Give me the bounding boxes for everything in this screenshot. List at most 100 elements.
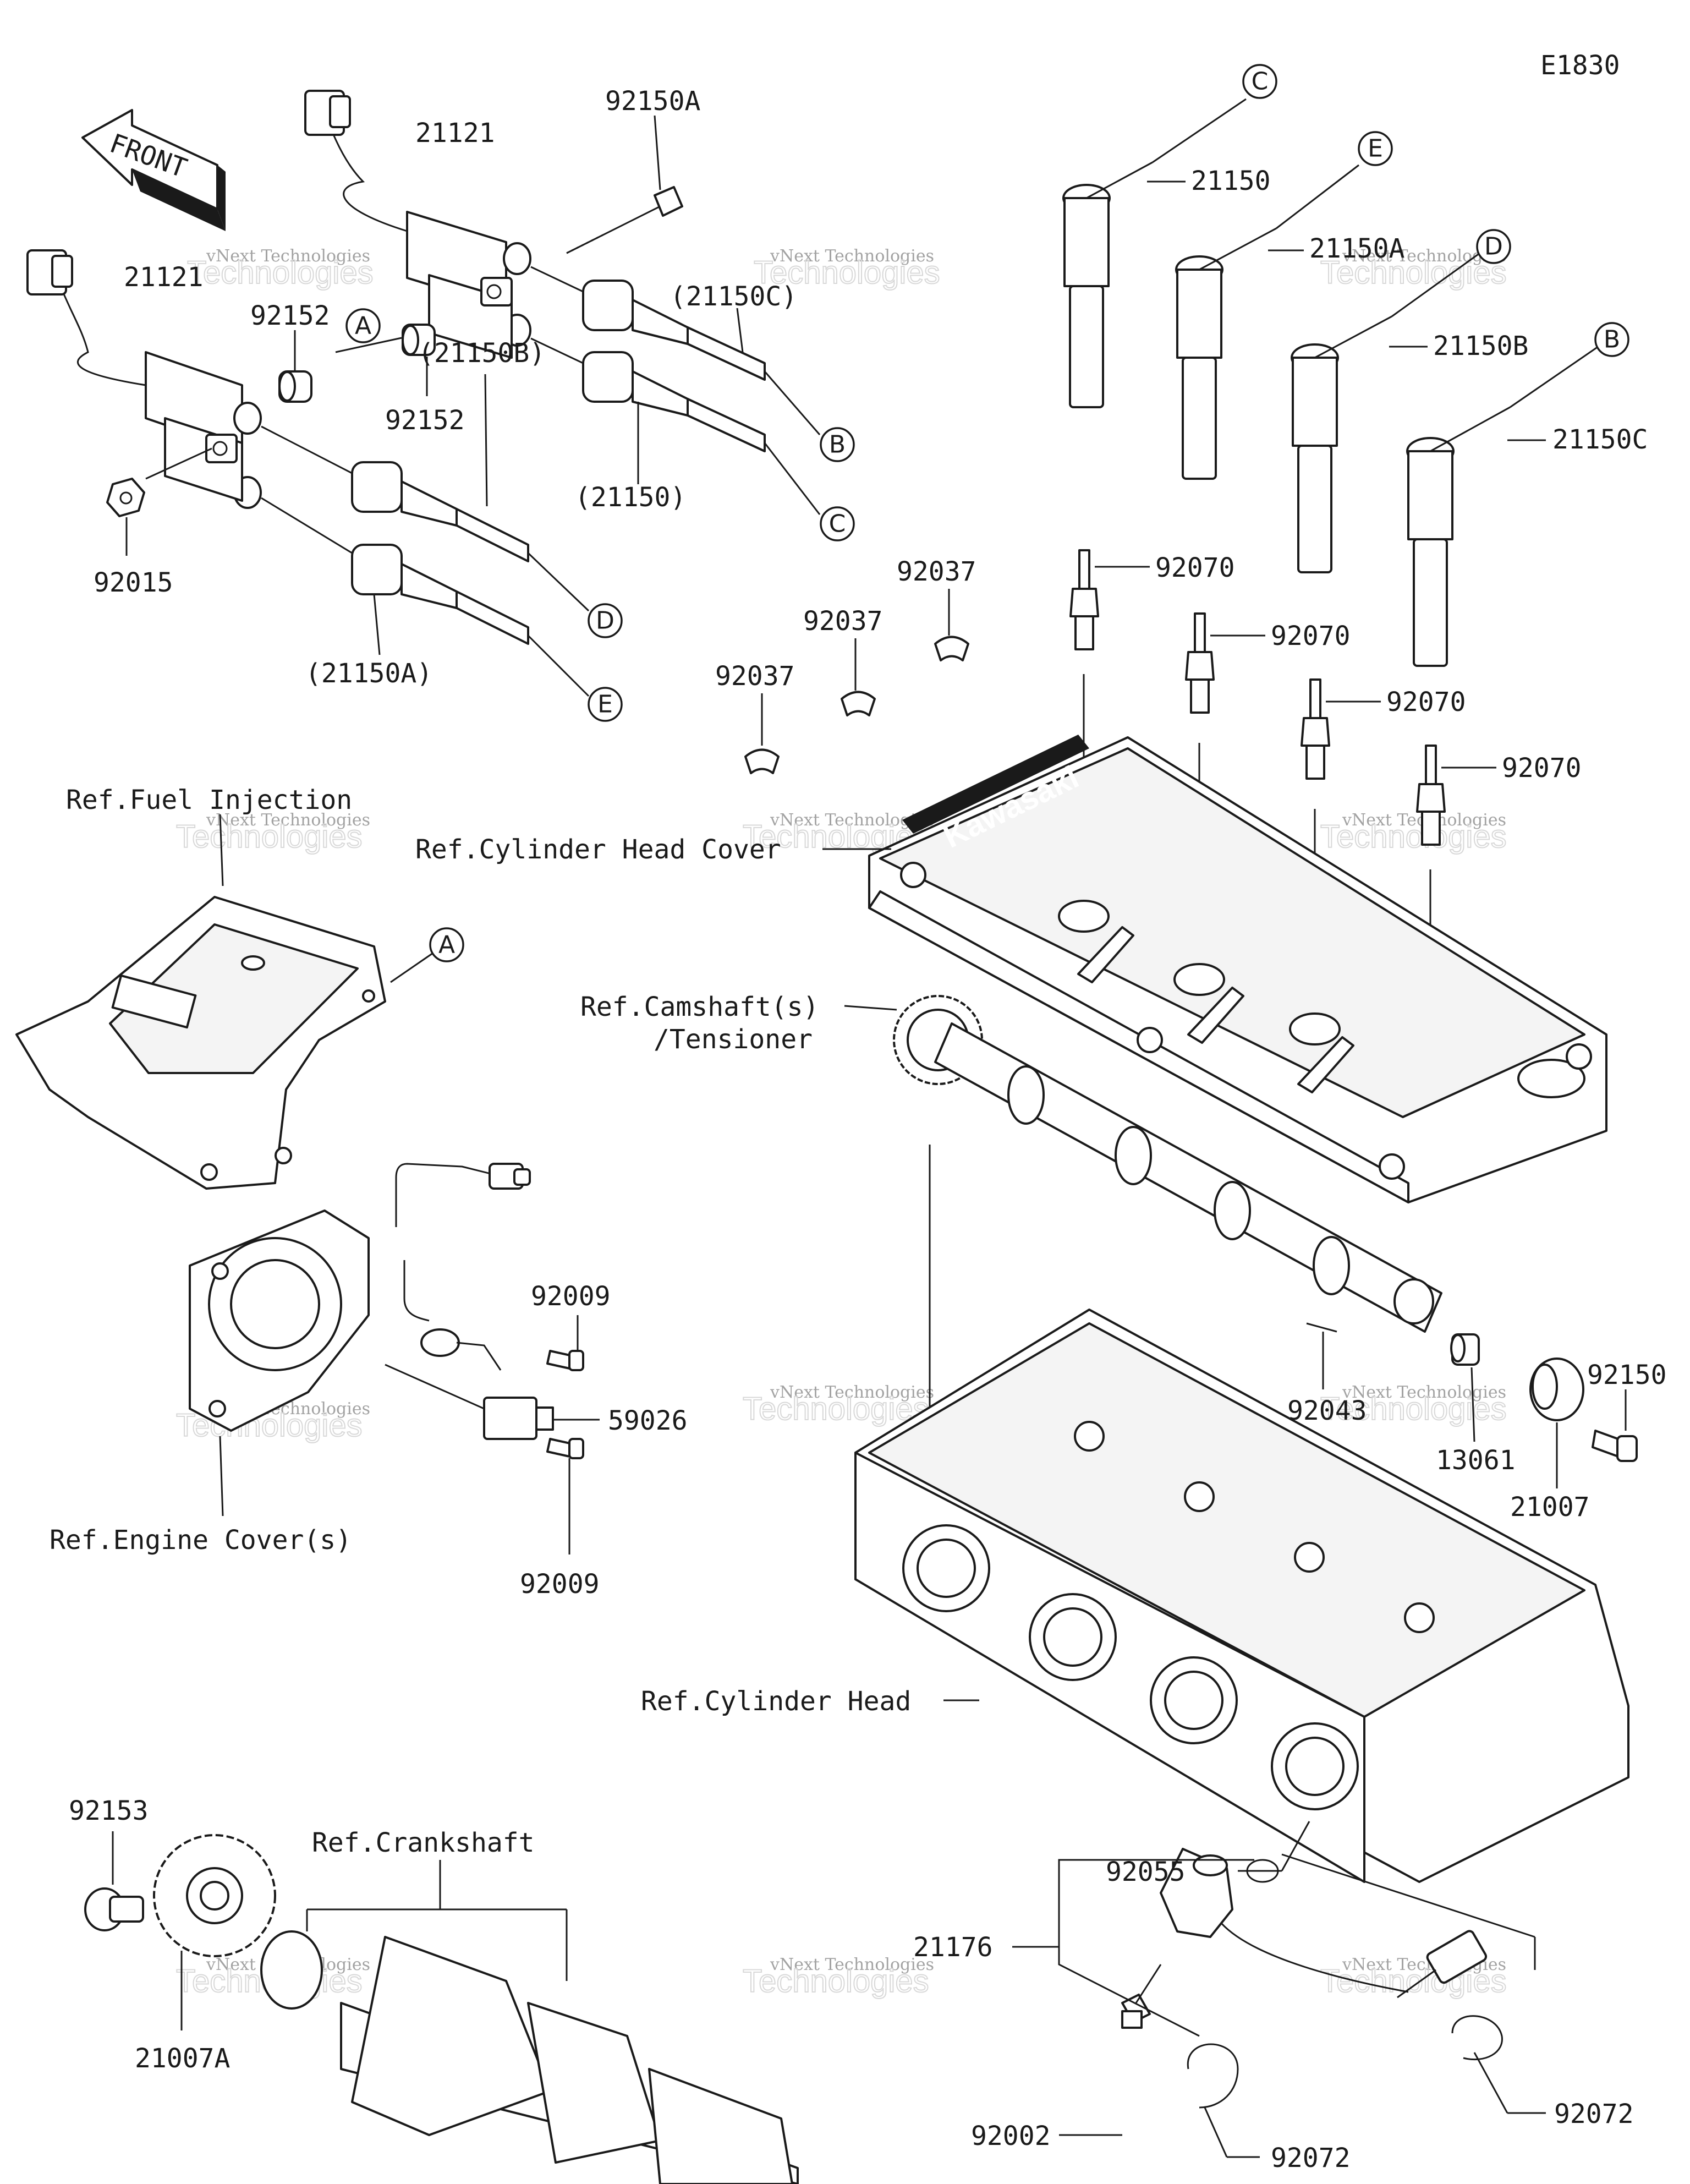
ref-camshaft-line1: Ref.Camshaft(s) xyxy=(580,992,819,1022)
svg-text:B: B xyxy=(829,431,846,459)
bolt-92150A[interactable] xyxy=(566,186,683,254)
ref-cylinder-head-cover: Ref.Cylinder Head Cover xyxy=(415,834,781,865)
label-92009-upper: 92009 xyxy=(531,1281,611,1312)
label-92072-a: 92072 xyxy=(1271,2143,1351,2174)
ignition-coil-lower[interactable] xyxy=(26,249,262,509)
callout-b-right: B xyxy=(1594,322,1629,357)
svg-text:D: D xyxy=(596,607,614,635)
clip-92037-b[interactable] xyxy=(841,691,876,716)
bolt-92009-lower[interactable] xyxy=(546,1438,584,1459)
spark-plug-92070-b[interactable] xyxy=(1185,612,1215,714)
ref-camshaft-line2: /Tensioner xyxy=(654,1024,813,1055)
crankshaft[interactable] xyxy=(260,1930,799,2184)
label-21176: 21176 xyxy=(913,1932,993,1963)
front-arrow-icon: FRONT xyxy=(81,109,226,231)
cylinder-head-cover[interactable]: Kawasaki xyxy=(868,735,1607,1203)
callout-b-left: B xyxy=(820,427,855,462)
watermark-text: vNext Technologies xyxy=(770,247,934,266)
label-21150B-paren: (21150B) xyxy=(418,338,545,369)
label-92037-c: 92037 xyxy=(715,661,795,692)
plug-cap-21150[interactable] xyxy=(1062,161,1153,408)
watermark-text: Technologies xyxy=(187,255,374,291)
label-92055: 92055 xyxy=(1106,1857,1186,1887)
label-21121-upper: 21121 xyxy=(415,118,495,149)
label-92150: 92150 xyxy=(1587,1360,1667,1391)
cam-sensor-21176[interactable] xyxy=(1160,1848,1488,1999)
svg-text:C: C xyxy=(829,510,846,538)
plug-cap-21150-parenthetical[interactable] xyxy=(582,351,766,452)
watermark-text: Technologies xyxy=(754,255,940,291)
svg-text:B: B xyxy=(1604,326,1620,354)
label-92150A: 92150A xyxy=(605,86,700,117)
plug-cap-21150B[interactable] xyxy=(1291,315,1392,573)
bolt-92009-upper[interactable] xyxy=(546,1350,584,1371)
svg-text:E: E xyxy=(597,691,613,719)
ref-fuel-injection: Ref.Fuel Injection xyxy=(66,785,352,815)
cylinder-head[interactable] xyxy=(854,1309,1629,1883)
label-21121-lower: 21121 xyxy=(124,262,204,293)
clamp-92072-a[interactable] xyxy=(1187,2043,1239,2109)
ref-cylinder-head: Ref.Cylinder Head xyxy=(641,1686,911,1717)
label-92152-left: 92152 xyxy=(250,300,330,331)
collar-92152-right[interactable] xyxy=(402,324,436,356)
engine-cover[interactable] xyxy=(189,1209,370,1432)
watermark-text: vNext Technologies xyxy=(770,1955,934,1974)
watermark-text: vNext Technologies xyxy=(206,811,370,830)
bolt-92150[interactable] xyxy=(1592,1430,1638,1462)
watermark-text: Technologies xyxy=(743,1963,929,1999)
callout-e-left: E xyxy=(588,687,623,722)
callout-c-right: C xyxy=(1242,64,1277,99)
watermark-text: Technologies xyxy=(176,819,363,855)
ignition-coil-upper[interactable] xyxy=(304,90,531,359)
sprocket-21007[interactable] xyxy=(1529,1358,1584,1421)
label-21150-paren: (21150) xyxy=(575,482,686,513)
label-21150A: 21150A xyxy=(1309,233,1404,264)
label-92015: 92015 xyxy=(94,567,173,598)
callout-d-left: D xyxy=(588,603,623,638)
svg-text:A: A xyxy=(355,312,371,340)
label-92070-a: 92070 xyxy=(1155,552,1235,583)
fuel-injection-bracket[interactable] xyxy=(15,896,386,1190)
label-92009-lower: 92009 xyxy=(520,1569,600,1600)
ref-crankshaft: Ref.Crankshaft xyxy=(312,1827,535,1858)
plug-cap-21150A-parenthetical[interactable] xyxy=(351,544,529,645)
label-59026: 59026 xyxy=(608,1405,688,1436)
plug-cap-21150B-parenthetical[interactable] xyxy=(351,461,529,562)
bolt-92002[interactable] xyxy=(1121,1994,1151,2029)
spark-plug-92070-d[interactable] xyxy=(1416,745,1446,846)
callout-c-left: C xyxy=(820,506,855,541)
plug-cap-21150A[interactable] xyxy=(1175,227,1277,480)
spark-plug-92070-a[interactable] xyxy=(1069,549,1099,650)
watermark-text: Technologies xyxy=(1320,1963,1507,1999)
label-92037-a: 92037 xyxy=(897,556,976,587)
plug-cap-21150C[interactable] xyxy=(1406,406,1511,667)
camshaft[interactable] xyxy=(893,995,1442,1333)
svg-text:D: D xyxy=(1484,233,1503,261)
clip-92037-c[interactable] xyxy=(744,748,780,774)
bushing-13061[interactable] xyxy=(1450,1333,1480,1366)
label-21150C-paren: (21150C) xyxy=(670,281,797,312)
callout-a-bracket: A xyxy=(429,927,464,962)
callout-e-right: E xyxy=(1358,131,1393,166)
plug-cap-21150C-parenthetical[interactable] xyxy=(582,280,766,381)
clip-92037-a[interactable] xyxy=(934,636,969,661)
callout-a-coil: A xyxy=(345,308,381,343)
label-92043: 92043 xyxy=(1287,1395,1367,1426)
label-92070-c: 92070 xyxy=(1386,687,1466,718)
label-21150B: 21150B xyxy=(1433,331,1528,362)
pickup-coil-harness[interactable] xyxy=(395,1163,554,1440)
spark-plug-92070-c[interactable] xyxy=(1301,678,1330,780)
watermark-text: Technologies xyxy=(1320,1391,1507,1427)
label-92070-b: 92070 xyxy=(1271,621,1351,652)
svg-text:A: A xyxy=(438,931,455,959)
nut-92015[interactable] xyxy=(106,478,145,517)
timing-rotor-21007A[interactable] xyxy=(153,1834,276,1957)
pin-92043[interactable] xyxy=(1306,1322,1337,1333)
collar-92152-left[interactable] xyxy=(278,370,312,403)
callout-d-right: D xyxy=(1476,229,1511,264)
watermark-text: vNext Technologies xyxy=(1342,1383,1506,1402)
label-21150A-paren: (21150A) xyxy=(305,658,432,689)
clamp-92072-b[interactable] xyxy=(1451,2015,1503,2061)
bolt-92153[interactable] xyxy=(84,1887,144,1931)
